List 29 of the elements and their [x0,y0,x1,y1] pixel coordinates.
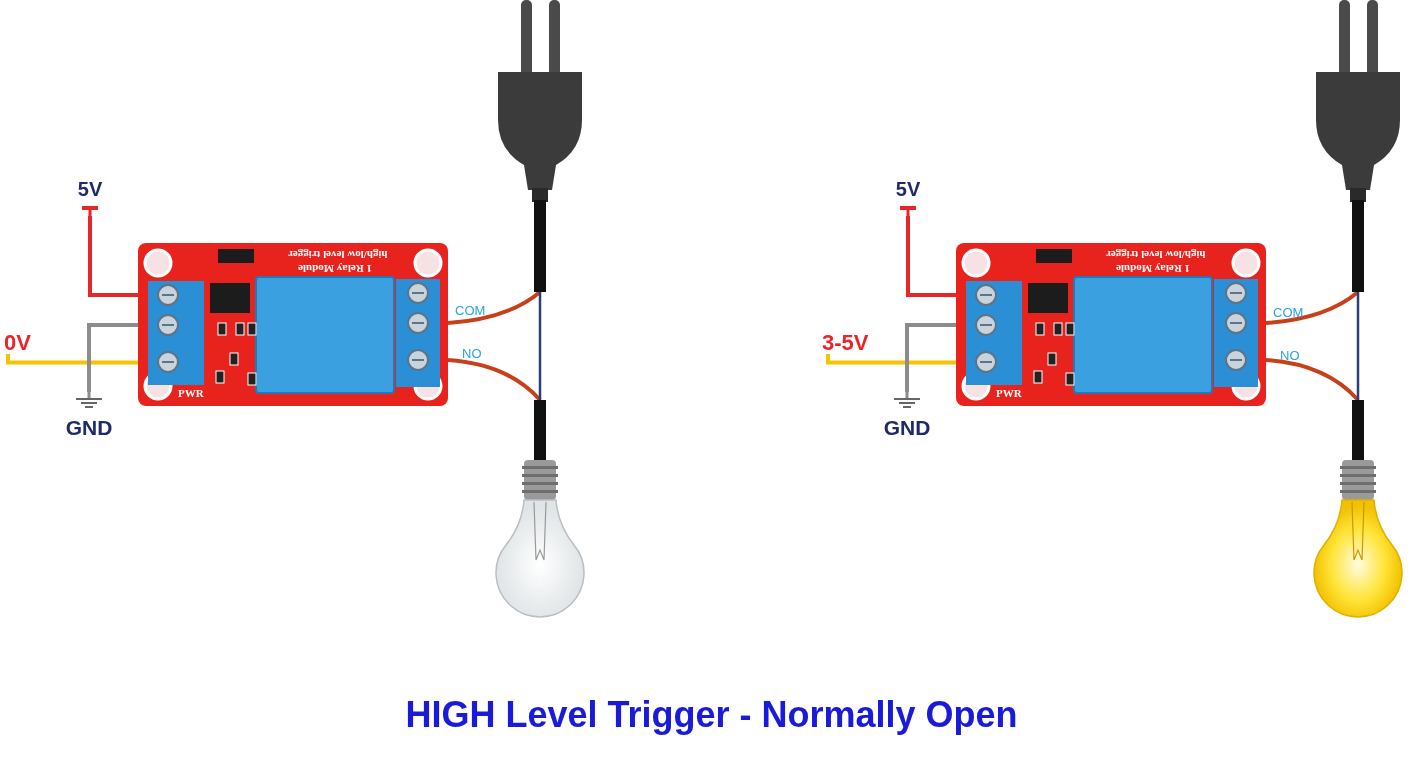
terminal-label: COM [1273,305,1304,320]
title: HIGH Level Trigger - Normally Open [404,694,1019,736]
wire [447,290,542,326]
wire [6,354,138,365]
wire [826,354,956,365]
wire [87,323,138,392]
board-text: PWR [178,387,204,399]
terminal-label: NO [462,346,482,361]
board-text: 1 Relay Module [1116,263,1190,275]
wire [905,323,956,392]
wire [1265,290,1360,326]
wire [906,216,956,297]
wire [88,216,138,297]
wire [447,358,542,402]
board-text: 1 Relay Module [298,263,372,275]
wire [538,292,542,400]
board-text: PWR [996,387,1022,399]
board-text: high/low level trigger [288,249,388,261]
ground-label: GND [882,416,932,440]
voltage-label: 0V [4,330,44,354]
voltage-label: 5V [894,178,922,201]
terminal-label: COM [455,303,486,318]
terminal-label: NO [1280,348,1300,363]
wire [1265,358,1360,402]
ground-label: GND [64,416,114,440]
board-text: high/low level trigger [1106,249,1206,261]
voltage-label: 3-5V [822,330,882,354]
wire [1356,292,1360,400]
voltage-label: 5V [76,178,104,201]
